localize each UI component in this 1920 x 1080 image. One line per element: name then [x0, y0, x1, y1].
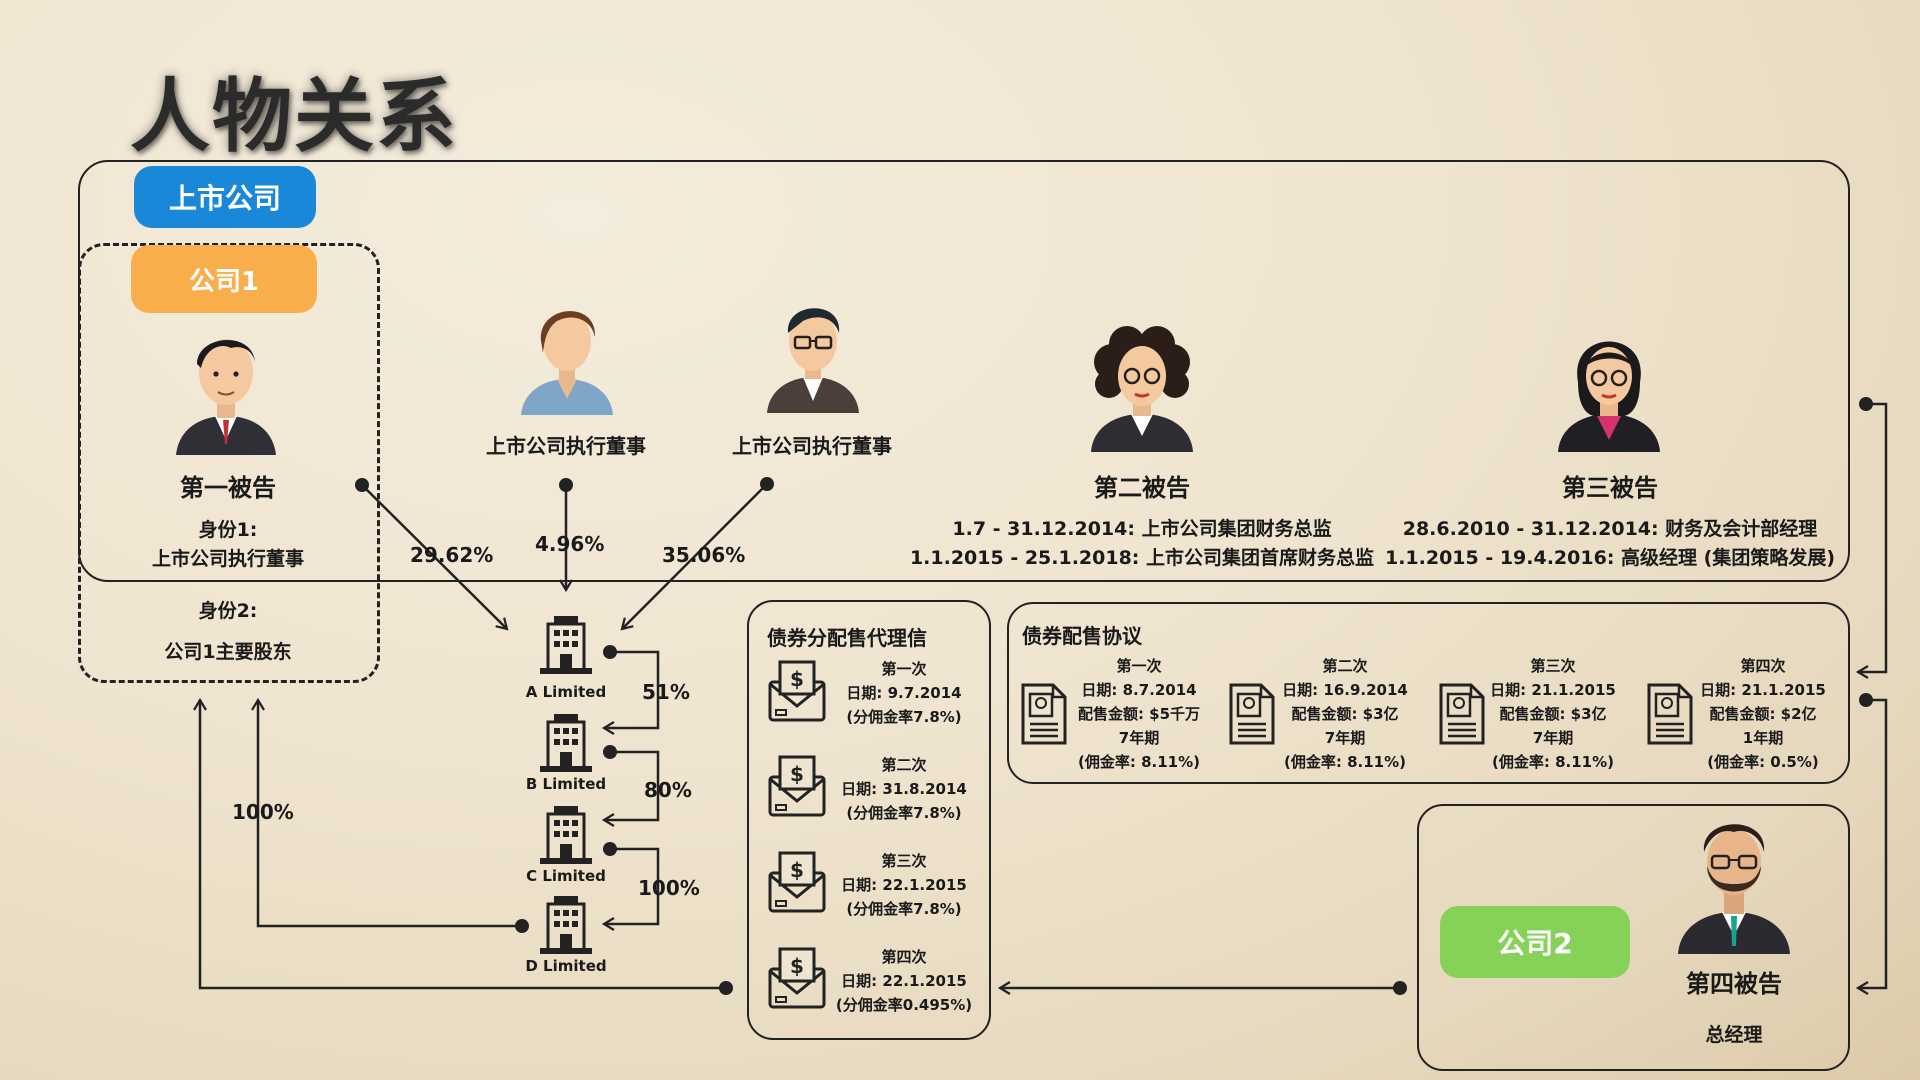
company2-label: 公司2 — [1440, 906, 1630, 978]
placing-1-date: 日期: 8.7.2014 — [1081, 681, 1197, 699]
svg-text:$: $ — [790, 667, 804, 691]
agency-1-round: 第一次 — [881, 660, 927, 678]
defendant1-avatar — [176, 339, 276, 455]
agency-2-date: 日期: 31.8.2014 — [841, 780, 967, 798]
director-b-title: 上市公司执行董事 — [732, 434, 892, 458]
placing-1-amount: 配售金额: $5千万 — [1077, 705, 1201, 723]
agency-letter-box — [747, 600, 991, 1040]
c-limited-building-icon — [540, 806, 592, 864]
defendant3-line2: 1.1.2015 - 19.4.2016: 高级经理 (集团策略发展) — [1384, 547, 1836, 569]
agency-4-rate: (分佣金率0.495%) — [835, 996, 973, 1014]
placing-4-term: 1年期 — [1742, 729, 1784, 747]
document-icon — [1647, 683, 1693, 745]
placing-2-round: 第二次 — [1322, 657, 1368, 675]
defendant4-name: 第四被告 — [1686, 970, 1782, 998]
envelope-dollar-icon: $ — [768, 947, 826, 1009]
d-limited-label: D Limited — [525, 957, 607, 975]
document-icon — [1439, 683, 1485, 745]
placing-3-term: 7年期 — [1532, 729, 1574, 747]
b-limited-building-icon — [540, 714, 592, 772]
pct-director-b-to-a: 35.06% — [662, 543, 746, 567]
director-a-title: 上市公司执行董事 — [486, 434, 646, 458]
envelope-dollar-icon: $ — [768, 660, 826, 722]
director-a-avatar — [521, 311, 613, 415]
defendant4-avatar — [1678, 824, 1790, 954]
agency-2-rate: (分佣金率7.8%) — [846, 804, 962, 822]
a-limited-label: A Limited — [525, 683, 607, 701]
document-icon — [1021, 683, 1067, 745]
svg-text:$: $ — [790, 954, 804, 978]
svg-text:$: $ — [790, 858, 804, 882]
pct-d-to-company1: 100% — [232, 800, 294, 824]
defendant2-line1: 1.7 - 31.12.2014: 上市公司集团财务总监 — [952, 518, 1332, 540]
defendant1-identity1-label: 身份1: — [198, 519, 258, 541]
agency-3-round: 第三次 — [881, 852, 927, 870]
placing-4-amount: 配售金额: $2亿 — [1709, 705, 1817, 723]
pct-c-to-d: 100% — [638, 876, 700, 900]
placing-2-term: 7年期 — [1324, 729, 1366, 747]
pct-director-a-to-a: 4.96% — [535, 532, 605, 556]
document-icon — [1229, 683, 1275, 745]
defendant3-line1: 28.6.2010 - 31.12.2014: 财务及会计部经理 — [1402, 518, 1818, 540]
page-title: 人物关系 — [130, 70, 458, 163]
defendant2-line2: 1.1.2015 - 25.1.2018: 上市公司集团首席财务总监 — [909, 547, 1375, 569]
placing-3-date: 日期: 21.1.2015 — [1490, 681, 1616, 699]
agency-1-date: 日期: 9.7.2014 — [846, 684, 962, 702]
company1-box — [78, 243, 380, 683]
a-limited-building-icon — [540, 616, 592, 674]
defendant1-identity1: 上市公司执行董事 — [151, 548, 304, 570]
defendant1-identity2: 公司1主要股东 — [164, 641, 292, 663]
c-limited-label: C Limited — [526, 867, 606, 885]
b-limited-label: B Limited — [525, 775, 607, 793]
placing-2-date: 日期: 16.9.2014 — [1282, 681, 1408, 699]
agency-letter-title: 债券分配售代理信 — [767, 626, 927, 650]
pct-defendant1-to-a: 29.62% — [410, 543, 494, 567]
envelope-dollar-icon: $ — [768, 851, 826, 913]
defendant1-name: 第一被告 — [180, 474, 276, 502]
agency-2-round: 第二次 — [881, 756, 927, 774]
agency-1-rate: (分佣金率7.8%) — [846, 708, 962, 726]
placing-1-round: 第一次 — [1116, 657, 1162, 675]
company1-label: 公司1 — [131, 245, 317, 313]
listed-company-label: 上市公司 — [134, 166, 316, 228]
agency-3-date: 日期: 22.1.2015 — [841, 876, 967, 894]
placing-3-round: 第三次 — [1530, 657, 1576, 675]
placing-4-rate: (佣金率: 0.5%) — [1707, 753, 1819, 771]
pct-b-to-c: 80% — [644, 778, 692, 802]
d-limited-building-icon — [540, 896, 592, 954]
pct-a-to-b: 51% — [642, 680, 690, 704]
director-b-avatar — [767, 308, 859, 413]
company2-box — [1417, 804, 1850, 1071]
placing-1-rate: (佣金率: 8.11%) — [1078, 753, 1200, 771]
svg-text:$: $ — [790, 762, 804, 786]
agency-4-date: 日期: 22.1.2015 — [841, 972, 967, 990]
agency-3-rate: (分佣金率7.8%) — [846, 900, 962, 918]
defendant4-role: 总经理 — [1705, 1024, 1763, 1046]
placing-1-term: 7年期 — [1118, 729, 1160, 747]
placing-3-rate: (佣金率: 8.11%) — [1492, 753, 1614, 771]
defendant2-avatar — [1091, 326, 1193, 452]
placing-3-amount: 配售金额: $3亿 — [1499, 705, 1607, 723]
defendant2-name: 第二被告 — [1094, 474, 1190, 502]
agency-4-round: 第四次 — [881, 948, 927, 966]
placing-4-date: 日期: 21.1.2015 — [1700, 681, 1826, 699]
placing-2-amount: 配售金额: $3亿 — [1291, 705, 1399, 723]
placing-4-round: 第四次 — [1740, 657, 1786, 675]
placing-2-rate: (佣金率: 8.11%) — [1284, 753, 1406, 771]
defendant3-name: 第三被告 — [1562, 474, 1658, 502]
envelope-dollar-icon: $ — [768, 755, 826, 817]
defendant3-avatar — [1558, 341, 1660, 452]
defendant1-identity2-label: 身份2: — [198, 600, 258, 622]
placing-agreement-box — [1007, 602, 1850, 784]
placing-agreement-title: 债券配售协议 — [1022, 624, 1142, 648]
